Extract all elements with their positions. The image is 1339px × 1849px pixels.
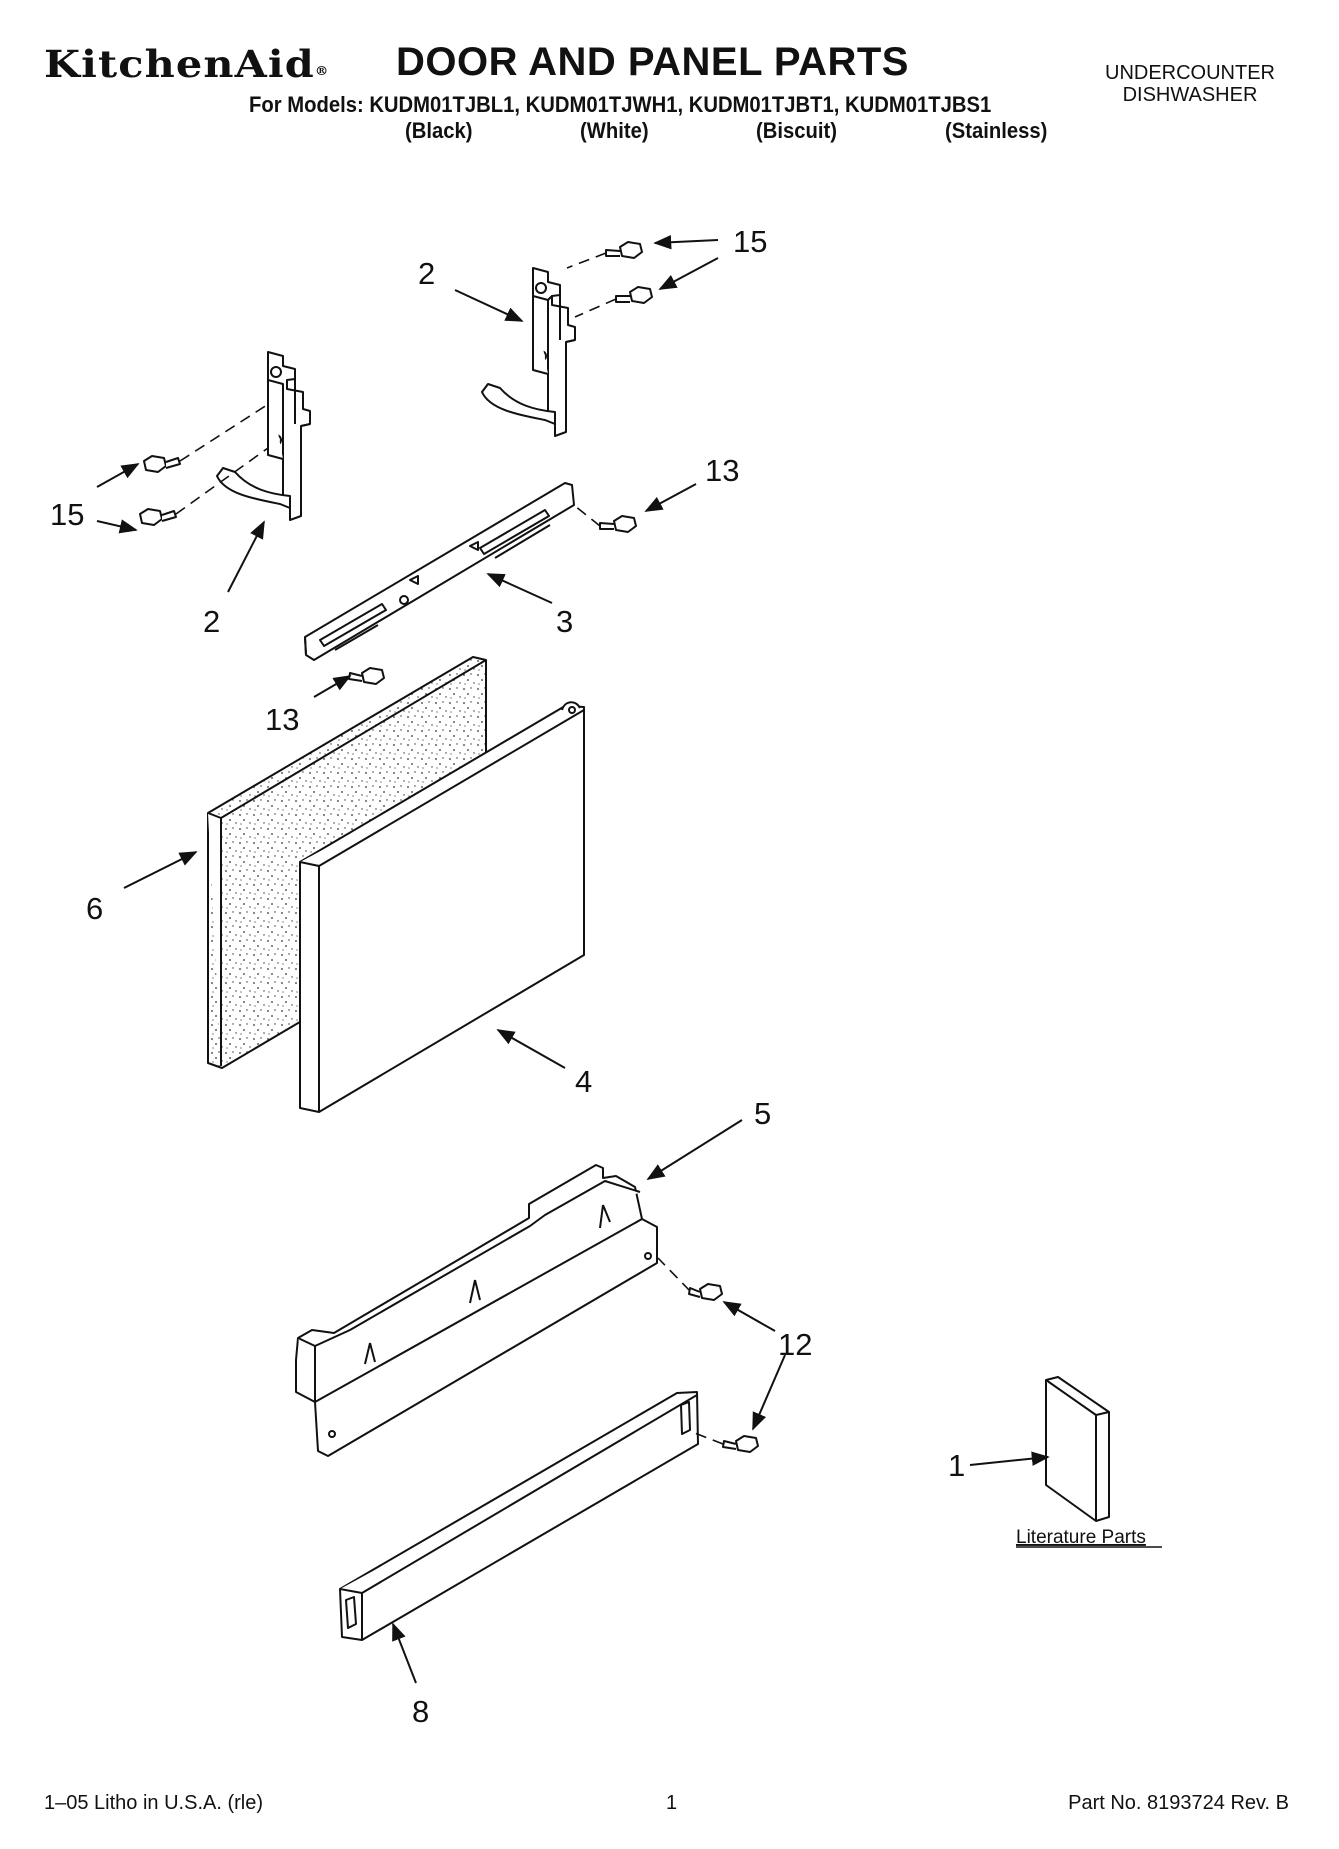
dash-screw-toe-kick-2 — [691, 1431, 724, 1445]
dash-screw-toe-kick-1 — [657, 1257, 691, 1292]
callout-5: 5 — [754, 1096, 771, 1131]
brand-name: KitchenAid — [44, 42, 315, 86]
callout-4: 4 — [575, 1064, 592, 1099]
screw-upper-1 — [605, 241, 643, 259]
leader-15-left-b — [96, 519, 138, 534]
callout-15-left: 15 — [50, 497, 84, 532]
toe-kick-bracket — [295, 1164, 658, 1457]
leader-2-left — [227, 520, 265, 593]
leader-4 — [496, 1029, 566, 1069]
callout-2-left: 2 — [203, 604, 220, 639]
screw-toe-kick-2 — [722, 1435, 759, 1453]
leader-6 — [123, 851, 198, 889]
screw-left-2 — [139, 508, 177, 526]
brand-registered-mark: ® — [314, 64, 329, 78]
literature-parts-label: Literature Parts — [1016, 1527, 1146, 1548]
leader-5 — [646, 1119, 743, 1180]
callout-13-right: 13 — [705, 453, 739, 488]
leader-13-left — [313, 675, 352, 698]
page-title: DOOR AND PANEL PARTS — [396, 40, 909, 84]
category-line-1: UNDERCOUNTER — [1105, 62, 1275, 84]
models-line: For Models: KUDM01TJBL1, KUDM01TJWH1, KU… — [249, 92, 992, 117]
finish-white: (White) — [580, 118, 649, 143]
callout-13-left: 13 — [265, 702, 299, 737]
leader-2-upper — [454, 289, 524, 322]
leader-1 — [969, 1451, 1050, 1466]
dash-screw-left-2 — [175, 447, 269, 515]
literature-booklet — [1045, 1376, 1110, 1522]
leader-12-b — [752, 1354, 786, 1431]
footer-litho: 1–05 Litho in U.S.A. (rle) — [44, 1792, 263, 1814]
callout-2-upper: 2 — [418, 256, 435, 291]
screw-left-1 — [143, 455, 181, 473]
dash-screw-upper-2 — [574, 298, 617, 318]
callout-1: 1 — [948, 1448, 965, 1483]
finish-stainless: (Stainless) — [945, 118, 1048, 143]
screw-strip-left — [348, 667, 385, 685]
category-line-2: DISHWASHER — [1122, 84, 1258, 106]
footer-part-number: Part No. 8193724 Rev. B — [1068, 1792, 1289, 1814]
leader-12-a — [722, 1301, 776, 1332]
leader-15-left-a — [96, 463, 140, 488]
callout-15-upper: 15 — [733, 224, 767, 259]
dash-screw-upper-1 — [566, 252, 607, 269]
leader-15-upper-b — [658, 257, 719, 290]
screw-toe-kick-1 — [688, 1283, 723, 1301]
dash-screw-left-1 — [179, 402, 271, 462]
toe-kick-panel — [339, 1391, 699, 1641]
leader-3 — [486, 573, 553, 604]
dash-screw-strip-right — [574, 505, 601, 527]
finish-black: (Black) — [405, 118, 473, 143]
callout-8: 8 — [412, 1694, 429, 1729]
footer-page-number: 1 — [666, 1792, 678, 1814]
finish-biscuit: (Biscuit) — [756, 118, 837, 143]
brand-logo: KitchenAid® — [44, 42, 328, 86]
screw-strip-right — [599, 515, 637, 533]
door-panel — [299, 701, 585, 1113]
leader-8 — [392, 1622, 417, 1684]
callout-6: 6 — [86, 891, 103, 926]
hinge-bracket-right — [481, 267, 576, 437]
callout-3: 3 — [556, 604, 573, 639]
product-category: UNDERCOUNTER DISHWASHER — [1105, 62, 1275, 106]
screw-upper-2 — [615, 286, 653, 304]
leader-13-right — [644, 483, 697, 512]
leader-15-upper-a — [653, 235, 719, 250]
mounting-strip — [304, 482, 575, 661]
callout-12: 12 — [778, 1327, 812, 1362]
hinge-bracket-left — [216, 351, 311, 521]
